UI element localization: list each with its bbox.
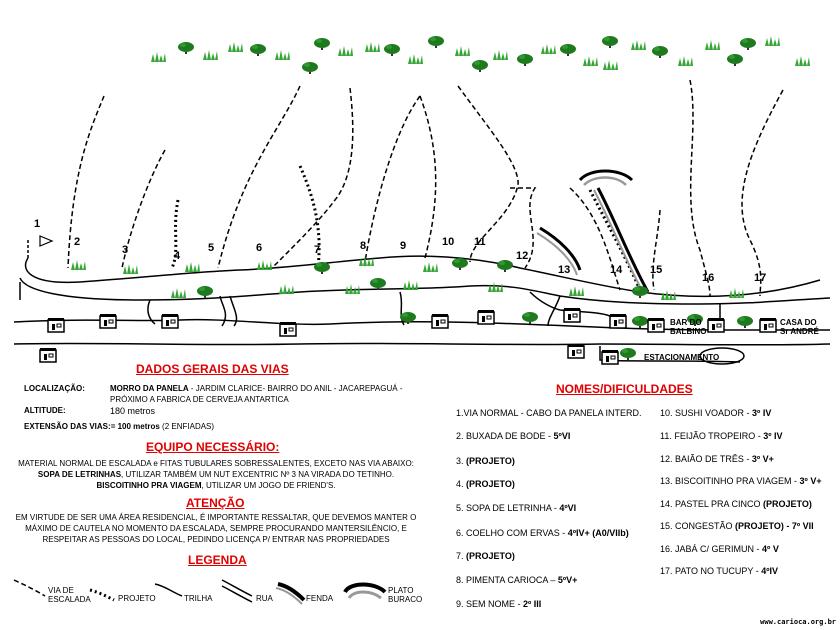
fendas — [536, 187, 650, 295]
route-number-17: 17 — [754, 272, 767, 284]
legend-fenda: FENDA — [306, 594, 334, 603]
route-item: 16. JABÁ C/ GERIMUN - 4º V — [660, 544, 779, 554]
route-item: 7. (PROJETO) — [456, 551, 515, 561]
localizacao-label: LOCALIZAÇÃO: — [24, 384, 85, 393]
bar-label: BAR DO BALBINO — [670, 318, 707, 336]
legend-projeto: PROJETO — [118, 594, 156, 603]
climbing-routes — [67, 79, 784, 297]
nomes-title: NOMES/DIFICULDADES — [556, 382, 693, 396]
route-item: 3. (PROJETO) — [456, 456, 515, 466]
route-number-13: 13 — [558, 264, 571, 276]
route-item: 9. SEM NOME - 2º III — [456, 599, 542, 609]
route-number-10: 10 — [442, 236, 455, 248]
route-item: 13. BISCOITINHO PRA VIAGEM - 3º V+ — [660, 476, 822, 486]
route-item: 4. (PROJETO) — [456, 479, 515, 489]
legenda-title: LEGENDA — [188, 553, 247, 567]
route-item: 11. FEIJÃO TROPEIRO - 3º IV — [660, 431, 783, 441]
plato-buraco — [578, 169, 634, 186]
route-item: 10. SUSHI VOADOR - 3º IV — [660, 408, 772, 418]
legend-symbols — [13, 579, 387, 605]
route-number-1: 1 — [34, 218, 41, 230]
atencao-text: EM VIRTUDE DE SER UMA ÁREA RESIDENCIAL, … — [15, 513, 417, 544]
equipo-text: MATERIAL NORMAL DE ESCALADA e FITAS TUBU… — [18, 459, 414, 490]
route-item: 17. PATO NO TUCUPY - 4ºIV — [660, 566, 778, 576]
route-number-7: 7 — [314, 244, 321, 256]
route-item: 8. PIMENTA CARIOCA – 5ºV+ — [456, 575, 578, 585]
altitude-label: ALTITUDE: — [24, 406, 66, 415]
top-vegetation — [151, 36, 810, 74]
route-item: 12. BAIÃO DE TRÊS - 3º V+ — [660, 454, 774, 464]
casa-label: CASA DO Sr ANDRÉ — [780, 318, 819, 336]
legend-rua: RUA — [256, 594, 273, 603]
altitude-value: 180 metros — [110, 406, 156, 416]
localizacao-value: MORRO DA PANELA - JARDIM CLARICE- BAIRRO… — [110, 384, 403, 404]
route-number-8: 8 — [360, 240, 367, 252]
legend-via: VIA DE ESCALADA — [48, 586, 91, 604]
route-item: 14. PASTEL PRA CINCO (PROJETO) — [660, 499, 812, 509]
route-number-12: 12 — [516, 250, 529, 262]
route-number-4: 4 — [174, 250, 181, 262]
route-number-6: 6 — [256, 242, 263, 254]
route-number-11: 11 — [474, 236, 486, 248]
legend-plato: PLATO BURACO — [388, 586, 423, 604]
route-item: 15. CONGESTÃO (PROJETO) - 7º VII — [660, 521, 814, 531]
project-routes — [170, 165, 642, 291]
route-item: 6. COELHO COM ERVAS - 4ºIV+ (A0/VIIb) — [456, 528, 629, 538]
route-number-14: 14 — [610, 264, 623, 276]
site-credit: www.carioca.org.br — [760, 618, 836, 626]
route-number-16: 16 — [702, 272, 715, 284]
route-number-9: 9 — [400, 240, 407, 252]
route-number-3: 3 — [122, 244, 129, 256]
route-1-start — [27, 235, 54, 258]
route-number-2: 2 — [74, 236, 81, 248]
extensao-row: EXTENSÃO DAS VIAS:= 100 metros (2 ENFIAD… — [24, 422, 215, 431]
route-number-15: 15 — [650, 264, 663, 276]
route-number-5: 5 — [208, 242, 215, 254]
equipo-title: EQUIPO NECESSÁRIO: — [146, 440, 280, 454]
route-item: 2. BUXADA DE BODE - 5ºVI — [456, 431, 571, 441]
legend-trilha: TRILHA — [184, 594, 213, 603]
route-item: 5. SOPA DE LETRINHA - 4ºVI — [456, 503, 577, 513]
dados-title: DADOS GERAIS DAS VIAS — [136, 362, 289, 376]
route-item: 1.VIA NORMAL - CABO DA PANELA INTERD. — [456, 408, 642, 418]
atencao-title: ATENÇÃO — [186, 496, 245, 510]
estacionamento-label: ESTACIONAMENTO — [644, 353, 720, 362]
